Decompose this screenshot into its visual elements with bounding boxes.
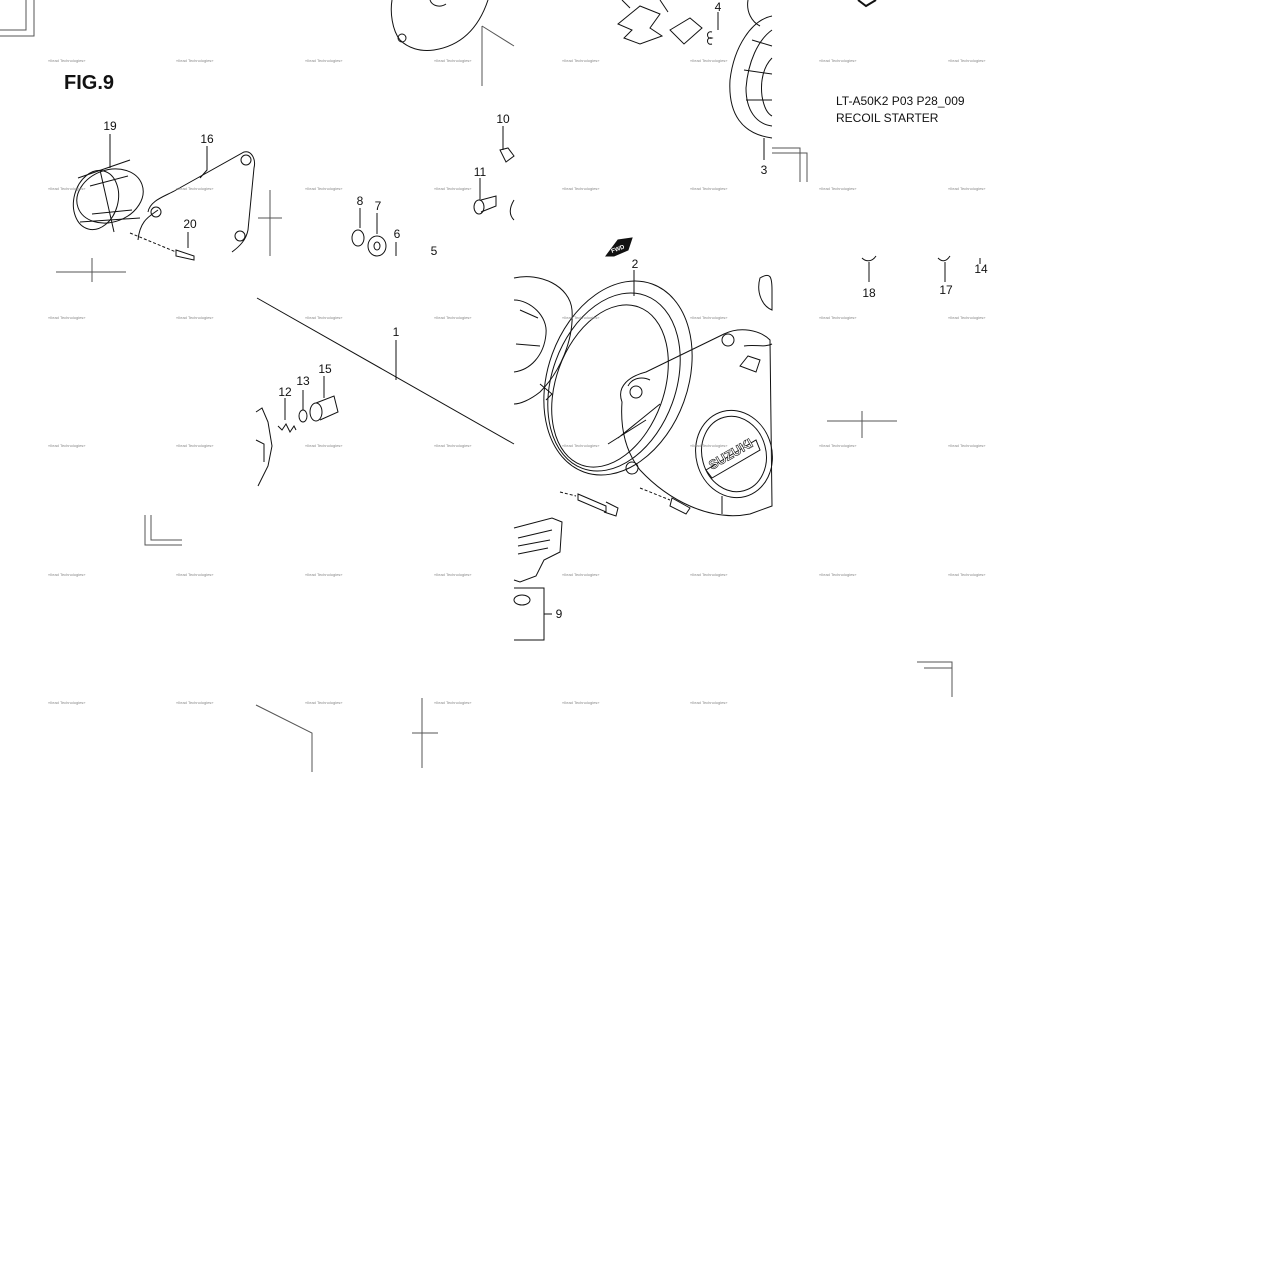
callout-19: 19 [103, 119, 117, 133]
callout-6: 6 [393, 227, 401, 241]
watermark: «Ilead Technologies» [176, 186, 214, 191]
watermark: «Ilead Technologies» [562, 443, 600, 448]
callout-4: 4 [714, 0, 722, 14]
callout-3: 3 [760, 163, 768, 177]
watermark: «Ilead Technologies» [562, 58, 600, 63]
callout-9: 9 [555, 607, 563, 621]
watermark: «Ilead Technologies» [305, 700, 343, 705]
watermark: «Ilead Technologies» [305, 572, 343, 577]
watermark: «Ilead Technologies» [434, 186, 472, 191]
watermark: «Ilead Technologies» [819, 572, 857, 577]
part-15-sleeve [309, 376, 339, 422]
fwd-arrow-badge [605, 237, 633, 257]
callout-11: 11 [473, 165, 487, 179]
part-10-clip [499, 126, 515, 163]
callout-16: 16 [200, 132, 214, 146]
part-19-drive-cup [72, 134, 144, 233]
callout-13: 13 [296, 374, 310, 388]
callout-5: 5 [430, 244, 438, 258]
watermark: «Ilead Technologies» [819, 58, 857, 63]
part-4-spring-ratchet [617, 0, 719, 45]
callout-8: 8 [356, 194, 364, 208]
figure-header: LT-A50K2 P03 P28_009 RECOIL STARTER [836, 93, 965, 127]
housing-edge [509, 199, 515, 221]
watermark: «Ilead Technologies» [48, 58, 86, 63]
callout-15: 15 [318, 362, 332, 376]
crop-marks [0, 0, 953, 772]
watermark: «Ilead Technologies» [562, 186, 600, 191]
watermark: «Ilead Technologies» [176, 700, 214, 705]
watermark: «Ilead Technologies» [434, 443, 472, 448]
watermark: «Ilead Technologies» [690, 572, 728, 577]
section-title: RECOIL STARTER [836, 111, 939, 125]
watermark: «Ilead Technologies» [305, 58, 343, 63]
callout-14: 14 [974, 262, 988, 276]
watermark: «Ilead Technologies» [48, 186, 86, 191]
watermark: «Ilead Technologies» [48, 572, 86, 577]
watermark: «Ilead Technologies» [48, 700, 86, 705]
callout-7: 7 [374, 199, 382, 213]
part-3-reel [729, 0, 877, 160]
callout-17: 17 [939, 283, 953, 297]
watermark: «Ilead Technologies» [562, 700, 600, 705]
callout-18: 18 [862, 286, 876, 300]
watermark: «Ilead Technologies» [690, 58, 728, 63]
part-20-screw [129, 232, 195, 261]
watermark: «Ilead Technologies» [690, 315, 728, 320]
part-7-washer [367, 213, 387, 257]
watermark: «Ilead Technologies» [819, 443, 857, 448]
watermark: «Ilead Technologies» [434, 58, 472, 63]
model-code: LT-A50K2 P03 P28_009 [836, 94, 965, 108]
callout-20: 20 [183, 217, 197, 231]
watermark: «Ilead Technologies» [305, 186, 343, 191]
callout-1: 1 [392, 325, 400, 339]
watermark: «Ilead Technologies» [690, 443, 728, 448]
housing-fragment-left [255, 407, 273, 487]
callout-12: 12 [278, 385, 292, 399]
watermark: «Ilead Technologies» [48, 443, 86, 448]
part-2-spring [543, 270, 693, 476]
part-12-spring [277, 398, 297, 433]
watermark: «Ilead Technologies» [305, 443, 343, 448]
watermark: «Ilead Technologies» [819, 186, 857, 191]
watermark: «Ilead Technologies» [948, 572, 986, 577]
part-11-bolt [473, 178, 497, 215]
watermark: «Ilead Technologies» [690, 700, 728, 705]
cover-bolts [559, 487, 691, 517]
watermark: «Ilead Technologies» [819, 315, 857, 320]
watermark: «Ilead Technologies» [305, 315, 343, 320]
watermark: «Ilead Technologies» [176, 443, 214, 448]
watermark: «Ilead Technologies» [48, 315, 86, 320]
leader-line-part-1 [256, 297, 515, 445]
callout-10: 10 [496, 112, 510, 126]
part-13-washer [298, 390, 308, 423]
fwd-badge-text: FWD [611, 244, 627, 255]
watermark: «Ilead Technologies» [562, 315, 600, 320]
watermark: «Ilead Technologies» [690, 186, 728, 191]
top-cover-fragment [390, 0, 489, 51]
watermark: «Ilead Technologies» [434, 572, 472, 577]
callout-2: 2 [631, 257, 639, 271]
watermark: «Ilead Technologies» [948, 58, 986, 63]
watermark: «Ilead Technologies» [176, 58, 214, 63]
part-18-clip [861, 255, 877, 282]
part-16-gasket [137, 146, 255, 253]
watermark: «Ilead Technologies» [176, 572, 214, 577]
part-8-snap-ring [351, 208, 365, 247]
watermark: «Ilead Technologies» [948, 186, 986, 191]
part-9-handle [513, 517, 563, 641]
figure-label: FIG.9 [64, 72, 115, 94]
watermark: «Ilead Technologies» [948, 315, 986, 320]
starter-housing-fragment [513, 276, 573, 405]
part-1-starter-cover [607, 274, 773, 517]
part-17-clip [937, 255, 951, 282]
watermark: «Ilead Technologies» [434, 315, 472, 320]
watermark: «Ilead Technologies» [176, 315, 214, 320]
watermark: «Ilead Technologies» [948, 443, 986, 448]
watermark: «Ilead Technologies» [434, 700, 472, 705]
watermark: «Ilead Technologies» [562, 572, 600, 577]
